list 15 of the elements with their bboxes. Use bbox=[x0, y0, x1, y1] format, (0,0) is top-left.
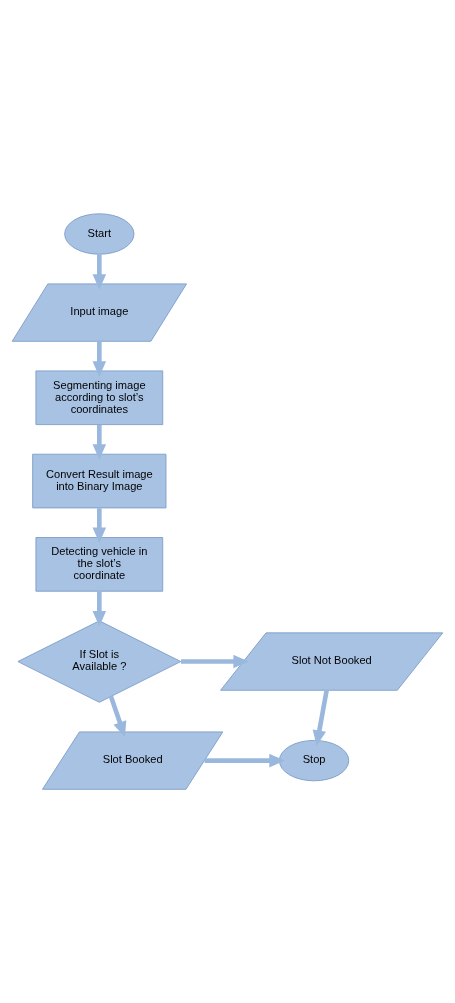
arrow bbox=[92, 508, 107, 544]
arrow bbox=[204, 753, 285, 768]
arrow bbox=[92, 424, 107, 460]
arrow bbox=[92, 591, 107, 627]
node-box: Segmenting image according to slot’s coordinates bbox=[35, 370, 164, 426]
node-ellipse: Stop bbox=[278, 739, 350, 782]
arrow bbox=[92, 341, 107, 377]
node-box: Convert Result image into Binary Image bbox=[32, 453, 167, 509]
arrow bbox=[92, 254, 107, 290]
node-box: Detecting vehicle in the slot’s coordinate bbox=[35, 537, 164, 592]
arrow bbox=[108, 695, 127, 738]
node-ellipse: Start bbox=[64, 213, 135, 255]
arrow bbox=[312, 689, 329, 746]
node-diamond: If Slot is Available ? bbox=[17, 620, 182, 703]
arrow bbox=[181, 654, 249, 669]
